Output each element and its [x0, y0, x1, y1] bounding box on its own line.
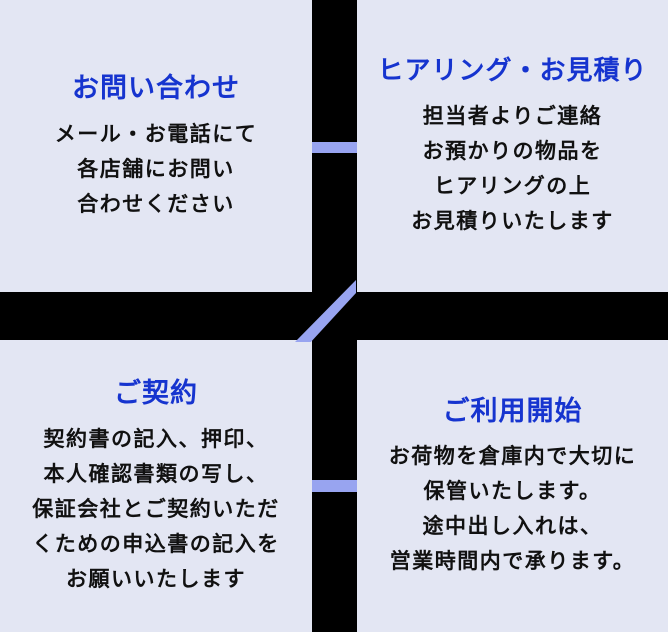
step-title-contract: ご契約	[114, 378, 198, 409]
step-description-hearing-estimate: 担当者よりご連絡 お預かりの物品を ヒアリングの上 お見積りいたします	[411, 104, 614, 233]
connector-bar-bottom	[312, 480, 357, 492]
step-description-inquiry: メール・お電話にて 各店舗にお問い 合わせください	[54, 122, 258, 216]
connector-bar-top	[312, 142, 357, 153]
step-card-hearing-estimate: ヒアリング・お見積り 担当者よりご連絡 お預かりの物品を ヒアリングの上 お見積…	[357, 0, 668, 292]
step-card-start-of-use: ご利用開始 お荷物を倉庫内で大切に 保管いたします。 途中出し入れは、 営業時間…	[357, 340, 668, 632]
step-title-start-of-use: ご利用開始	[442, 395, 583, 426]
step-description-contract: 契約書の記入、押印、 本人確認書類の写し、 保証会社とご契約いただ くための申込…	[32, 427, 280, 591]
step-title-inquiry: お問い合わせ	[72, 73, 240, 104]
step-card-inquiry: お問い合わせ メール・お電話にて 各店舗にお問い 合わせください	[0, 0, 312, 292]
step-description-start-of-use: お荷物を倉庫内で大切に 保管いたします。 途中出し入れは、 営業時間内で承ります…	[388, 445, 637, 574]
step-title-hearing-estimate: ヒアリング・お見積り	[377, 55, 648, 86]
step-card-contract: ご契約 契約書の記入、押印、 本人確認書類の写し、 保証会社とご契約いただ くた…	[0, 340, 312, 632]
